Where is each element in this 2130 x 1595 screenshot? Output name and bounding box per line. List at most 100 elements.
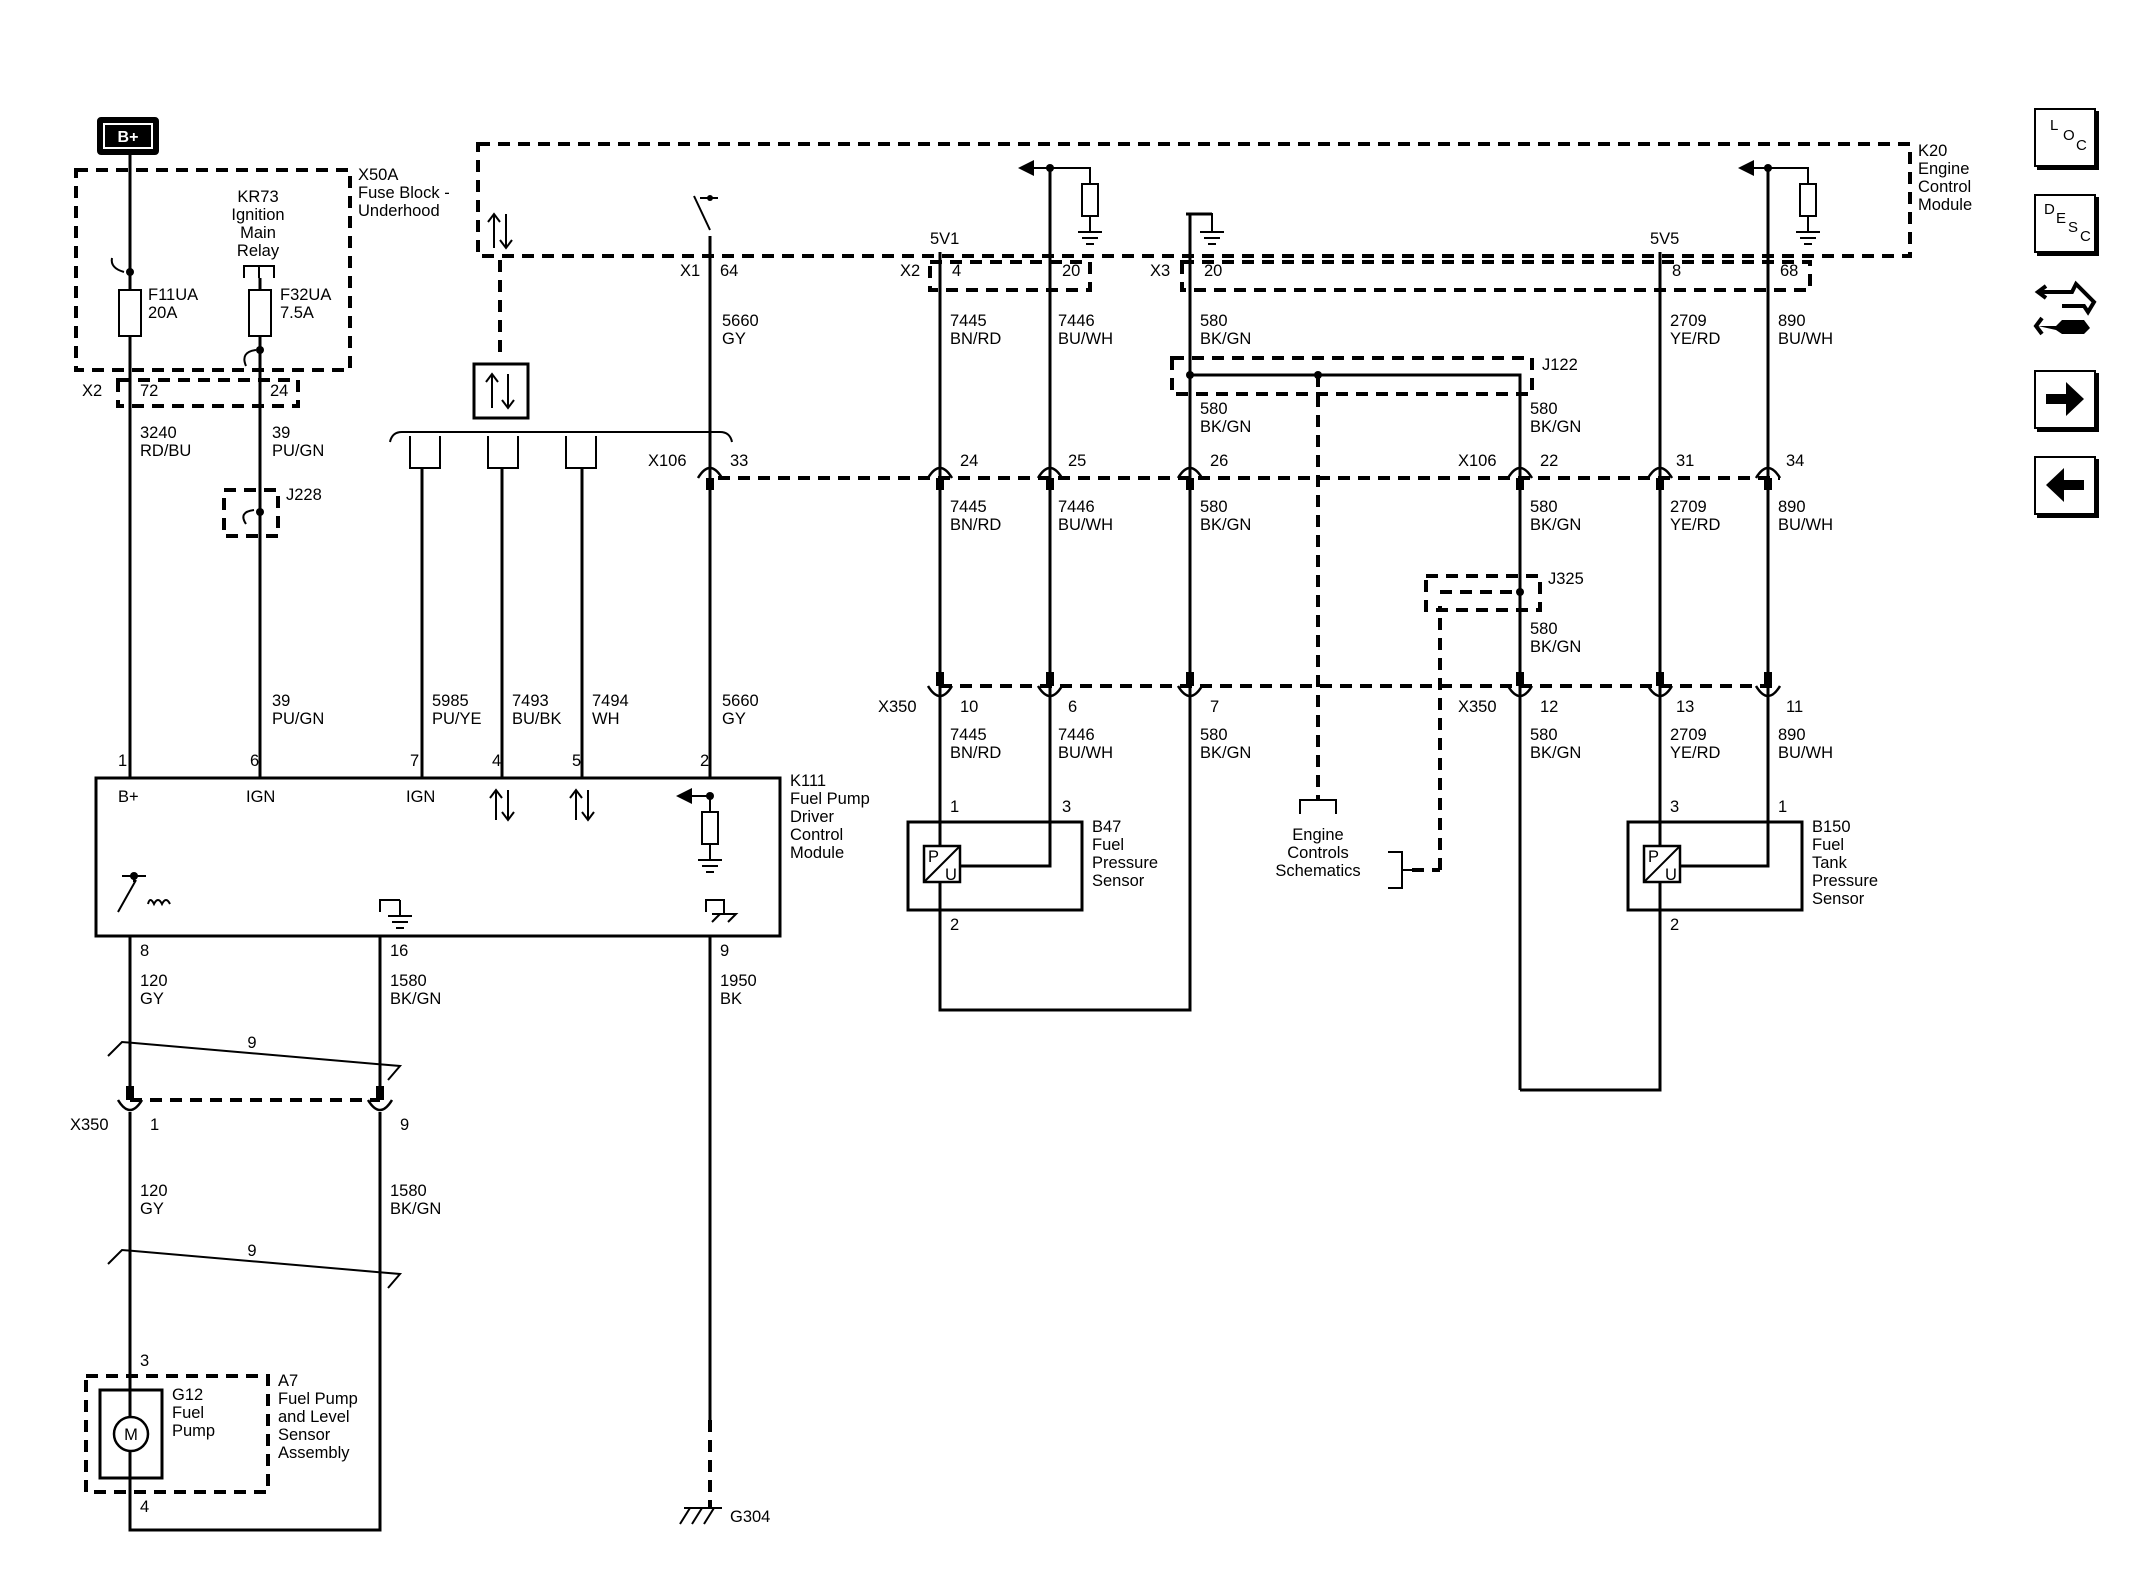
wire-color: BN/RD	[950, 744, 1001, 762]
wire-circuit: 1950	[720, 972, 757, 990]
pin-label: 7	[410, 752, 419, 770]
fuse-block-label-3: Underhood	[358, 202, 440, 220]
desc-letter: D	[2044, 201, 2055, 218]
wire-color: PU/GN	[272, 710, 324, 728]
k111-label-5: Module	[790, 844, 844, 862]
b150-label-4: Pressure	[1812, 872, 1878, 890]
pin-label: 7	[1210, 698, 1219, 716]
a7-label-1: A7	[278, 1372, 298, 1390]
wire-color: YE/RD	[1670, 516, 1721, 534]
fuse-f11ua-icon	[118, 289, 142, 337]
ground-icon	[1078, 216, 1102, 245]
pin-label: 64	[720, 262, 738, 280]
connector-x106-label: X106	[1458, 452, 1497, 470]
b47-label-1: B47	[1092, 818, 1121, 836]
fuse-block-label-1: X50A	[358, 166, 398, 184]
wire-color: PU/GN	[272, 442, 324, 460]
serial-data-icon	[569, 788, 595, 822]
wire-color: BU/WH	[1778, 516, 1833, 534]
pin-label: 13	[1676, 698, 1694, 716]
wire-color: WH	[592, 710, 620, 728]
wire-circuit: 120	[140, 1182, 168, 1200]
a7-label-3: and Level	[278, 1408, 350, 1426]
wire-circuit: 7446	[1058, 498, 1095, 516]
k111-pin-ign: IGN	[406, 788, 435, 806]
pin-label: 4	[952, 262, 961, 280]
splice-j325	[1424, 574, 1542, 612]
pin-label: 4	[140, 1498, 149, 1516]
wire-circuit: 5660	[722, 692, 759, 710]
ground-icon	[379, 899, 412, 929]
connector-wrench-icon	[2033, 280, 2097, 336]
k111-label-2: Fuel Pump	[790, 790, 870, 808]
connector-x350-label: X350	[1458, 698, 1497, 716]
fuse-block-label-2: Fuse Block -	[358, 184, 450, 202]
fuse-f32ua-icon	[248, 289, 272, 337]
pin-label: 25	[1068, 452, 1086, 470]
k111-pin-bplus: B+	[118, 788, 139, 806]
relay-label-2: Ignition	[231, 206, 284, 224]
fuse-block-outline	[74, 168, 352, 372]
pin-label: 2	[1670, 916, 1679, 934]
splice-j228-label: J228	[286, 486, 322, 504]
pin-label: 8	[1672, 262, 1681, 280]
wire-circuit: 5660	[722, 312, 759, 330]
pin-label: 3	[1670, 798, 1679, 816]
pin-label: 2	[950, 916, 959, 934]
ground-icon	[1796, 216, 1820, 245]
ref-5v1: 5V1	[930, 230, 959, 248]
loc-letter: O	[2063, 127, 2075, 144]
description-button[interactable]: D E S C	[2034, 194, 2096, 253]
loc-letter: L	[2050, 117, 2059, 134]
connector-x1-label: X1	[680, 262, 700, 280]
b150-label-2: Fuel	[1812, 836, 1844, 854]
wire-circuit: 580	[1530, 726, 1558, 744]
g12-label-1: G12	[172, 1386, 203, 1404]
connector-x3-label: X3	[1150, 262, 1170, 280]
pin-label: 26	[1210, 452, 1228, 470]
wire-color: GY	[140, 1200, 164, 1218]
connector-x2-ecm	[928, 260, 1092, 292]
ecm-pullup	[1740, 167, 1809, 184]
connector-x2-fuse	[116, 378, 300, 408]
b150-label-1: B150	[1812, 818, 1851, 836]
wire-color: RD/BU	[140, 442, 191, 460]
component-connector-button[interactable]	[2032, 276, 2100, 348]
sensor-u: U	[945, 866, 957, 884]
connector-x2-label: X2	[900, 262, 920, 280]
pin-label: 1	[950, 798, 959, 816]
pin-label: 22	[1540, 452, 1558, 470]
pin-label: 9	[720, 942, 729, 960]
pin-label: 16	[390, 942, 408, 960]
wire-circuit: 7445	[950, 498, 987, 516]
b150-label-3: Tank	[1812, 854, 1848, 872]
previous-page-button[interactable]	[2034, 456, 2096, 515]
arrow-left-icon	[2046, 468, 2084, 502]
wire-circuit: 7493	[512, 692, 549, 710]
pin-label: 31	[1676, 452, 1694, 470]
wire-color: BK/GN	[1200, 330, 1251, 348]
sensor-u: U	[1665, 866, 1677, 884]
wire-color: BK/GN	[1530, 638, 1581, 656]
assembly-a7	[84, 1374, 270, 1494]
location-button[interactable]: L O C	[2034, 108, 2096, 167]
fuse-clip-icon	[243, 349, 257, 367]
wire-circuit: 39	[272, 692, 290, 710]
wire-color: BU/WH	[1778, 744, 1833, 762]
arrow-right-icon	[2046, 382, 2084, 416]
pin-label: 6	[250, 752, 259, 770]
wire-circuit: 7445	[950, 312, 987, 330]
wire-circuit: 1580	[390, 972, 427, 990]
twist-label: 9	[247, 1034, 256, 1052]
ecm-label-2: Engine	[1918, 160, 1969, 178]
next-page-button[interactable]	[2034, 370, 2096, 429]
wire-circuit: 580	[1530, 620, 1558, 638]
fuse-f32ua-rating: 7.5A	[280, 304, 314, 322]
wire-circuit: 890	[1778, 498, 1806, 516]
wire-color: BU/WH	[1058, 330, 1113, 348]
splice-j228	[222, 488, 280, 538]
splice-j325-label: J325	[1548, 570, 1584, 588]
connector-x350-label: X350	[70, 1116, 109, 1134]
wire-circuit: 120	[140, 972, 168, 990]
wire-circuit: 2709	[1670, 726, 1707, 744]
